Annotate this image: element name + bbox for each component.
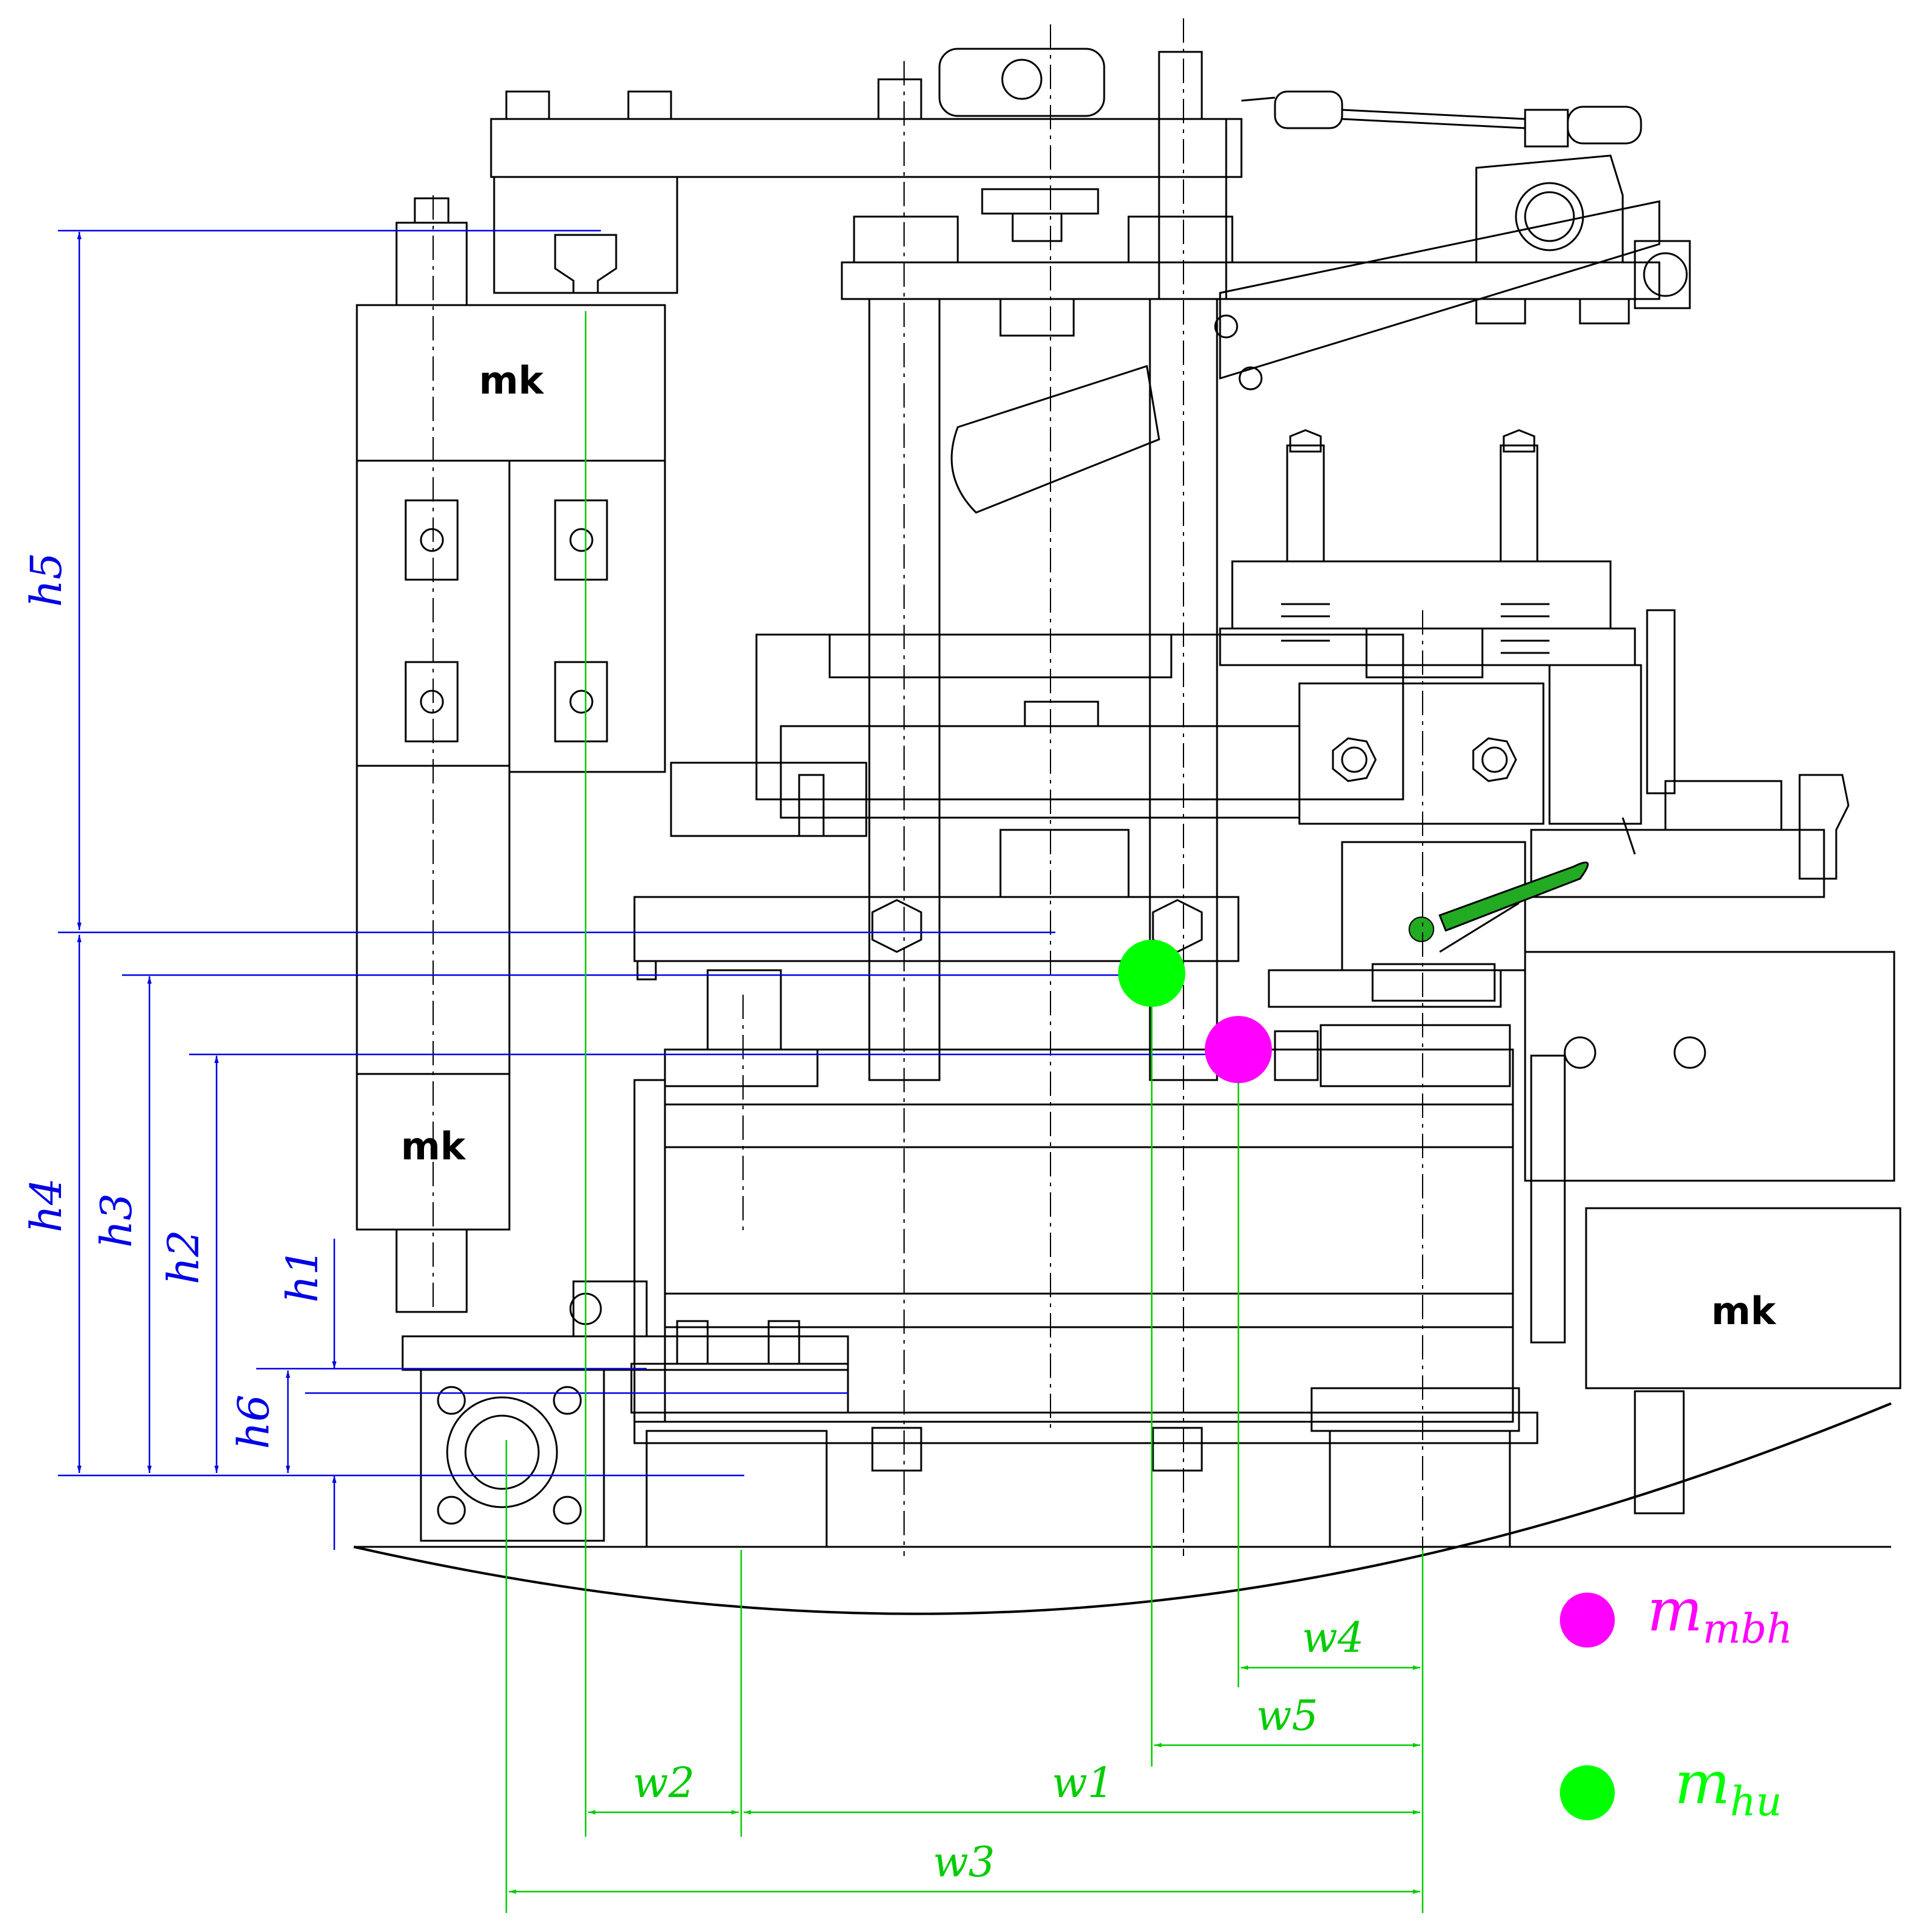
h4-label: h4 [21, 1178, 71, 1233]
h5-label: h5 [21, 552, 71, 607]
h1-label: h1 [278, 1248, 328, 1303]
mass-marker-mhu [1118, 940, 1185, 1007]
w3-label: w3 [933, 1839, 994, 1887]
h3-label: h3 [92, 1193, 142, 1248]
legend-swatch-mmbh [1560, 1593, 1615, 1648]
machine-line-art [353, 48, 1901, 1615]
h2-label: h2 [159, 1230, 209, 1284]
mk-brand-label: mk [401, 1124, 467, 1169]
height-dimensions [58, 229, 1220, 1550]
w4-label: w4 [1302, 1614, 1363, 1662]
legend-label-mhu: mhu [1675, 1749, 1782, 1825]
handle-pivot [1409, 917, 1434, 942]
centre-lines [433, 18, 1423, 1556]
mk-brand-label: mk [1711, 1289, 1777, 1333]
mk-brand-label: mk [479, 358, 545, 403]
w5-label: w5 [1256, 1692, 1318, 1740]
h6-label: h6 [229, 1394, 279, 1449]
width-dimensions [505, 311, 1424, 1913]
green-lever-handle [1438, 861, 1589, 932]
w2-label: w2 [633, 1759, 694, 1807]
legend-swatch-mhu [1560, 1765, 1615, 1820]
legend-label-mmbh: mmbh [1647, 1576, 1792, 1652]
w1-label: w1 [1052, 1759, 1113, 1807]
mass-marker-mmbh [1205, 1016, 1272, 1083]
legend: mmbh mhu [1560, 1576, 1792, 1825]
